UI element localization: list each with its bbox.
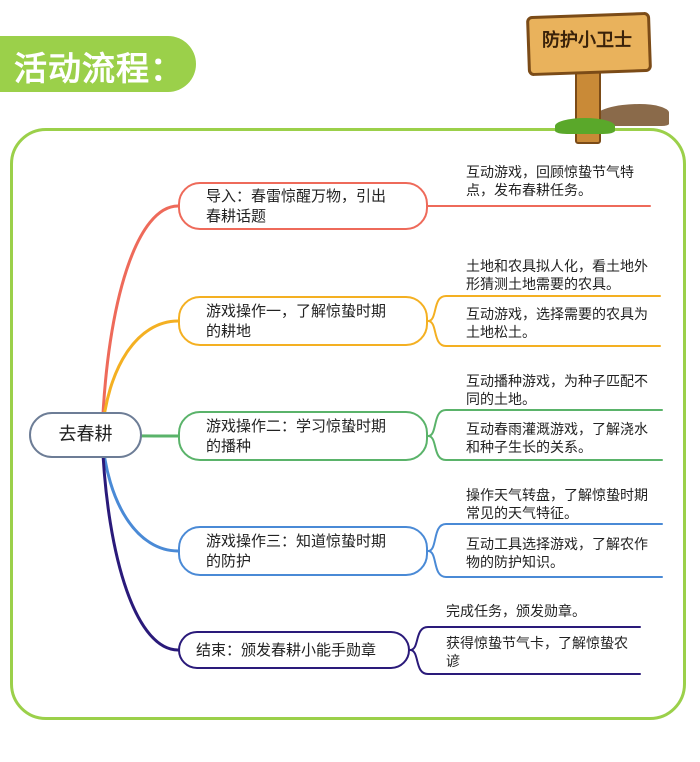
leaf-connector	[427, 550, 663, 578]
branch-label-line: 的播种	[206, 437, 252, 455]
sign-label: 防护小卫士	[542, 30, 632, 51]
branch-label-line: 游戏操作一，了解惊蛰时期	[206, 302, 387, 320]
branch-label-line: 游戏操作二：学习惊蛰时期	[206, 417, 387, 435]
leaf-connector	[427, 409, 663, 437]
leaf-connector	[409, 626, 641, 651]
leaf-connector	[427, 320, 661, 347]
leaf-connector	[427, 295, 661, 322]
leaf-connector	[427, 523, 663, 552]
leaf-text-line: 互动游戏，回顾惊蛰节气特	[466, 165, 634, 181]
branch-node-1	[178, 182, 428, 230]
leaf-text-line: 土地和农具拟人化，看土地外	[466, 259, 648, 275]
branch-label-line: 结束：颁发春耕小能手勋章	[196, 641, 377, 659]
diagram-frame	[10, 128, 686, 720]
branch-connector-1	[100, 204, 180, 437]
page-title: 活动流程：	[14, 49, 184, 88]
branch-connector-4	[100, 433, 180, 553]
leaf-text-line: 互动春雨灌溉游戏，了解浇水	[466, 422, 648, 438]
leaf-connector	[427, 435, 663, 461]
leaf-text-line: 点，发布春耕任务。	[466, 183, 592, 199]
leaf-text-line: 谚	[446, 654, 460, 670]
leaf-text-line: 操作天气转盘，了解惊蛰时期	[466, 488, 648, 504]
branch-node-4	[178, 526, 428, 576]
leaf-text-line: 获得惊蛰节气卡，了解惊蛰农	[446, 636, 628, 652]
leaf-text-line: 常见的天气特征。	[466, 506, 578, 522]
branch-label-line: 的耕地	[206, 322, 252, 340]
leaf-text-line: 互动工具选择游戏，了解农作	[466, 537, 648, 553]
root-node-label: 去春耕	[58, 424, 113, 445]
sign-ground	[595, 104, 669, 126]
leaf-text-line: 同的土地。	[466, 392, 536, 408]
leaf-text-line: 和种子生长的关系。	[466, 440, 592, 456]
branch-connector-5	[100, 433, 180, 652]
branch-label-line: 导入：春雷惊醒万物，引出	[206, 187, 387, 205]
branch-node-5	[178, 631, 410, 669]
leaf-text-line: 完成任务，颁发勋章。	[446, 604, 586, 620]
root-node	[29, 412, 142, 458]
leaf-text-line: 互动播种游戏，为种子匹配不	[466, 374, 648, 390]
leaf-connector	[409, 649, 641, 675]
leaf-text-line: 形猜测土地需要的农具。	[466, 277, 620, 293]
leaf-text-line: 土地松土。	[466, 325, 536, 341]
branch-node-2	[178, 296, 428, 346]
branch-label-line: 游戏操作三：知道惊蛰时期	[206, 532, 387, 550]
branch-label-line: 春耕话题	[206, 207, 267, 225]
branch-node-3	[178, 411, 428, 461]
sign-grass	[555, 118, 615, 134]
leaf-text-line: 互动游戏，选择需要的农具为	[466, 307, 648, 323]
title-banner	[0, 36, 196, 92]
leaf-text-line: 物的防护知识。	[466, 555, 564, 571]
branch-label-line: 的防护	[206, 552, 252, 570]
